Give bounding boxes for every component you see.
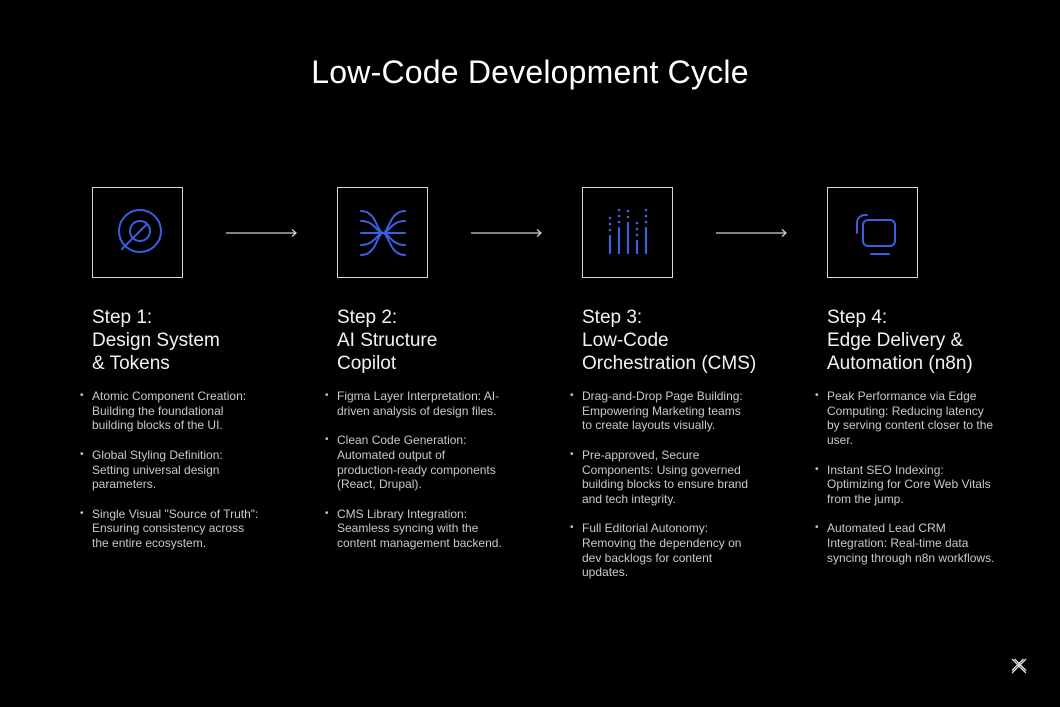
step-1-title: Step 1: Design System & Tokens <box>92 306 322 375</box>
step-2-title-line: AI Structure <box>337 330 438 351</box>
bullet-item: Clean Code Generation: Automated output … <box>325 433 507 492</box>
step-3: Step 3: Low-Code Orchestration (CMS) Dra… <box>570 306 812 595</box>
step-1-title-line: & Tokens <box>92 353 170 374</box>
step-2-title-line: Step 2: <box>337 307 398 328</box>
step-2-title: Step 2: AI Structure Copilot <box>337 306 567 375</box>
step-2-icon-box <box>337 187 428 278</box>
step-1-icon-box <box>92 187 183 278</box>
x-logo-icon <box>1011 658 1027 674</box>
step-2-title-line: Copilot <box>337 353 397 374</box>
step-3-bullets: Drag-and-Drop Page Building: Empowering … <box>570 389 800 580</box>
step-1-bullets: Atomic Component Creation: Building the … <box>80 389 310 551</box>
step-4-bullets: Peak Performance via Edge Computing: Red… <box>815 389 1045 565</box>
bullet-item: Atomic Component Creation: Building the … <box>80 389 262 433</box>
diagram-title: Low-Code Development Cycle <box>311 54 749 90</box>
step-4-title-line: Step 4: <box>827 307 888 328</box>
step-4-title: Step 4: Edge Delivery & Automation (n8n) <box>827 306 1057 375</box>
target-icon <box>117 208 162 253</box>
step-2: Step 2: AI Structure Copilot Figma Layer… <box>325 306 567 565</box>
monitor-icon <box>855 213 896 255</box>
step-2-bullets: Figma Layer Interpretation: AI-driven an… <box>325 389 555 551</box>
arrow-step2-to-step3 <box>471 229 542 237</box>
step-1-title-line: Design System <box>92 330 220 351</box>
converging-lines-icon <box>359 209 406 256</box>
bullet-item: Automated Lead CRM Integration: Real-tim… <box>815 521 997 565</box>
arrow-step3-to-step4 <box>716 229 787 237</box>
step-3-title: Step 3: Low-Code Orchestration (CMS) <box>582 306 812 375</box>
step-4: Step 4: Edge Delivery & Automation (n8n)… <box>815 306 1057 580</box>
step-4-title-line: Edge Delivery & <box>827 330 964 351</box>
dotted-bars-icon <box>608 208 647 254</box>
step-1-title-line: Step 1: <box>92 307 153 328</box>
bullet-item: Global Styling Definition: Setting unive… <box>80 448 262 492</box>
step-4-icon-box <box>827 187 918 278</box>
bullet-item: Figma Layer Interpretation: AI-driven an… <box>325 389 507 418</box>
step-3-icon-box <box>582 187 673 278</box>
bullet-item: Full Editorial Autonomy: Removing the de… <box>570 521 752 580</box>
bullet-item: CMS Library Integration: Seamless syncin… <box>325 507 507 551</box>
bullet-item: Single Visual "Source of Truth": Ensurin… <box>80 507 262 551</box>
step-3-title-line: Low-Code <box>582 330 669 351</box>
bullet-item: Peak Performance via Edge Computing: Red… <box>815 389 997 448</box>
step-4-title-line: Automation (n8n) <box>827 353 973 374</box>
step-3-title-line: Step 3: <box>582 307 643 328</box>
arrow-step1-to-step2 <box>226 229 297 237</box>
bullet-item: Instant SEO Indexing: Optimizing for Cor… <box>815 463 997 507</box>
bullet-item: Drag-and-Drop Page Building: Empowering … <box>570 389 752 433</box>
step-3-title-line: Orchestration (CMS) <box>582 353 757 374</box>
step-1: Step 1: Design System & Tokens Atomic Co… <box>80 306 322 565</box>
bullet-item: Pre-approved, Secure Components: Using g… <box>570 448 752 507</box>
